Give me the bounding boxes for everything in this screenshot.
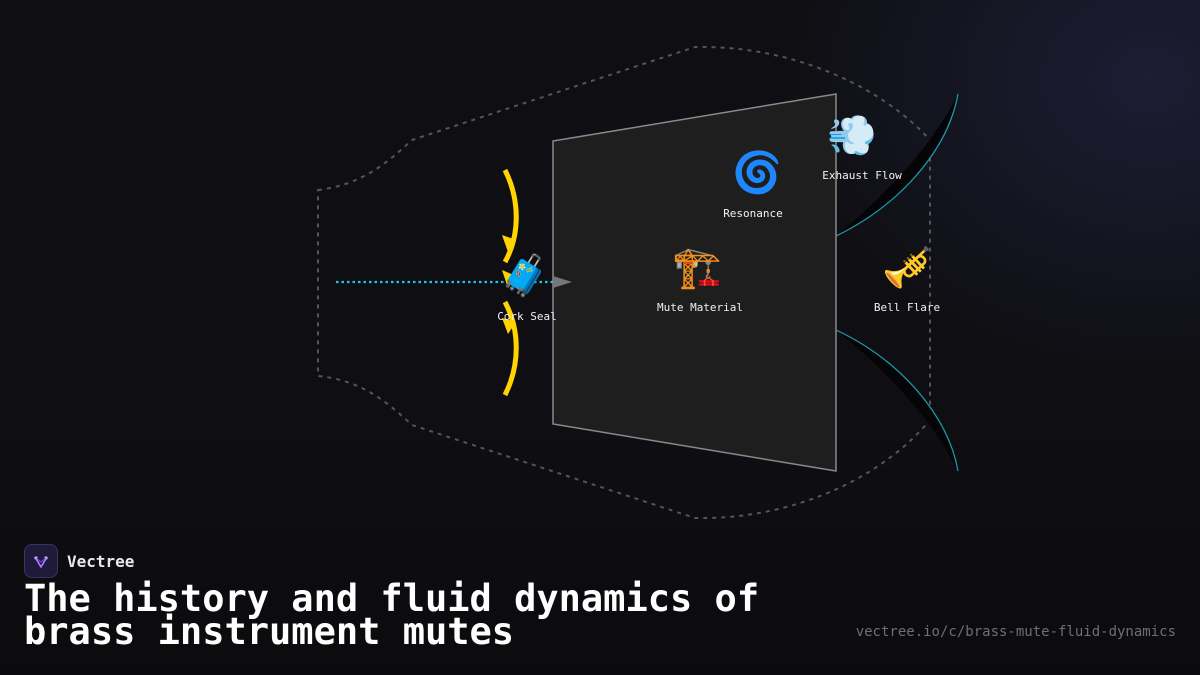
cork-spike-2 bbox=[502, 270, 516, 288]
label-exhaust-flow: Exhaust Flow bbox=[822, 169, 902, 182]
label-cork-seal: Cork Seal bbox=[497, 310, 557, 323]
trumpet-emoji-icon: 🎺 bbox=[882, 245, 932, 291]
label-mute-material: Mute Material bbox=[657, 301, 743, 314]
label-resonance: Resonance bbox=[723, 207, 783, 220]
bell-curve-lower bbox=[835, 329, 959, 472]
cork-spike-1 bbox=[502, 235, 516, 252]
cyclone-emoji-icon: 🌀 bbox=[732, 150, 782, 196]
cork-arc-lower bbox=[502, 300, 519, 397]
airflow-arrow-head bbox=[553, 276, 572, 288]
bell-flare-lower bbox=[836, 330, 958, 471]
luggage-emoji-icon: 🧳 bbox=[500, 253, 550, 299]
vectree-logo-icon bbox=[24, 544, 58, 578]
cork-arc-upper bbox=[502, 168, 519, 264]
bell-curve-upper bbox=[835, 93, 959, 237]
mute-body bbox=[552, 93, 837, 472]
dash-wind-emoji-icon: 💨 bbox=[827, 113, 877, 159]
brand[interactable]: Vectree bbox=[24, 544, 134, 578]
cork-spike-3 bbox=[502, 318, 516, 334]
construction-crane-emoji-icon: 🏗️ bbox=[672, 245, 722, 291]
brand-name: Vectree bbox=[67, 551, 135, 571]
label-bell-flare: Bell Flare bbox=[874, 301, 940, 314]
page-url[interactable]: vectree.io/c/brass-mute-fluid-dynamics bbox=[855, 624, 1176, 640]
page-title: The history and fluid dynamics of brass … bbox=[24, 577, 760, 653]
